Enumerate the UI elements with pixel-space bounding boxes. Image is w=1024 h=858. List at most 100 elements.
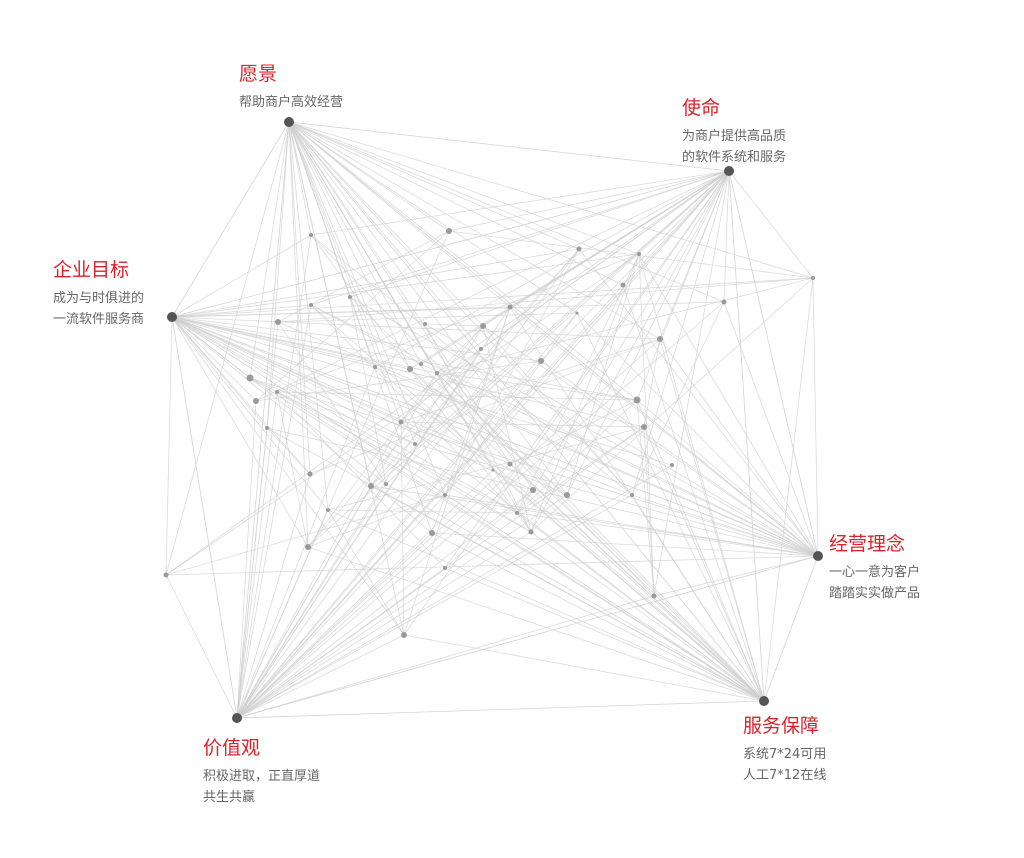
network-node (275, 319, 281, 325)
connection-line (763, 555, 819, 702)
connection-line (636, 170, 730, 401)
connection-line (431, 532, 765, 702)
connection-line (288, 121, 725, 303)
network-node (651, 593, 657, 599)
connection-line (403, 634, 765, 702)
hub-label-values: 价值观 积极进取，正直厚道 共生共赢 (203, 736, 320, 808)
connection-line (276, 391, 309, 548)
connection-line (266, 427, 311, 475)
network-node (275, 390, 279, 394)
connection-line (327, 509, 765, 702)
hub-label-goal: 企业目标 成为与时俱进的 一流软件服务商 (53, 258, 144, 330)
connection-line (409, 368, 568, 496)
connection-line (482, 325, 633, 496)
connection-line (171, 277, 814, 318)
network-node (641, 424, 647, 430)
connection-line (444, 489, 534, 569)
connection-line (171, 316, 633, 496)
connection-line (288, 121, 638, 401)
connection-line (288, 121, 312, 236)
connection-line (236, 567, 446, 719)
hub-dot-vision (284, 117, 294, 127)
connection-line (288, 121, 446, 496)
connection-line (307, 494, 446, 548)
connection-line (255, 170, 730, 402)
connection-line (171, 316, 311, 475)
hub-title-philosophy: 经营理念 (829, 533, 906, 555)
hub-desc-values-2: 共生共赢 (203, 790, 256, 805)
connection-line (349, 296, 387, 485)
connection-line (576, 312, 819, 557)
connection-line (165, 253, 640, 576)
connection-line (171, 316, 661, 340)
connection-line (530, 170, 730, 533)
connection-line (310, 170, 730, 236)
network-node (373, 365, 377, 369)
connection-line (171, 248, 580, 318)
connection-line (643, 426, 765, 702)
connection-line (631, 301, 725, 496)
connection-line (277, 312, 578, 323)
network-node (507, 304, 513, 310)
connection-line (309, 338, 661, 475)
network-node (305, 544, 311, 550)
connection-line (310, 170, 730, 306)
connection-line (638, 253, 819, 557)
connection-line (236, 494, 568, 719)
hub-label-mission: 使命 为商户提供高品质 的软件系统和服务 (682, 96, 786, 168)
connection-line (307, 546, 765, 702)
connection-line (171, 316, 405, 636)
connection-line (277, 230, 450, 323)
connection-line (638, 253, 655, 597)
network-node (407, 366, 413, 372)
connection-line (349, 170, 730, 298)
connection-line (249, 377, 765, 702)
connection-line (444, 312, 578, 496)
network-node (246, 374, 254, 382)
connection-line (385, 483, 765, 702)
connection-line (236, 494, 633, 719)
connection-line (171, 316, 438, 374)
network-node (491, 468, 495, 472)
connection-line (288, 121, 402, 423)
connection-line (310, 304, 422, 365)
connection-line (310, 304, 518, 514)
connection-line (255, 360, 542, 402)
network-node (564, 492, 570, 498)
connection-line (266, 427, 819, 557)
hub-label-service: 服务保障 系统7*24可用 人工7*12在线 (743, 714, 826, 786)
connection-line (436, 325, 484, 374)
connection-line (509, 306, 819, 557)
connection-lines (165, 121, 819, 719)
connection-line (566, 253, 640, 496)
connection-line (165, 316, 173, 576)
connection-line (492, 469, 765, 702)
connection-line (509, 399, 638, 465)
connection-line (171, 316, 568, 496)
connection-line (171, 316, 329, 511)
connection-line (236, 483, 387, 719)
connection-line (723, 170, 730, 303)
connection-line (171, 316, 309, 548)
connection-line (444, 567, 765, 702)
network-node (633, 396, 641, 404)
connection-line (288, 121, 450, 232)
connection-line (307, 348, 482, 548)
connection-line (171, 316, 645, 428)
connection-line (307, 372, 438, 548)
network-node (398, 419, 404, 425)
connection-line (327, 509, 405, 636)
network-node (435, 371, 439, 375)
network-node (446, 228, 452, 234)
connection-line (288, 121, 640, 255)
connection-line (403, 306, 511, 636)
connection-line (516, 512, 819, 557)
network-node (721, 299, 727, 305)
connection-line (530, 277, 814, 533)
network-node (401, 632, 407, 638)
connection-line (171, 316, 376, 368)
connection-line (236, 485, 372, 719)
network-node (265, 426, 269, 430)
connection-line (636, 399, 765, 702)
